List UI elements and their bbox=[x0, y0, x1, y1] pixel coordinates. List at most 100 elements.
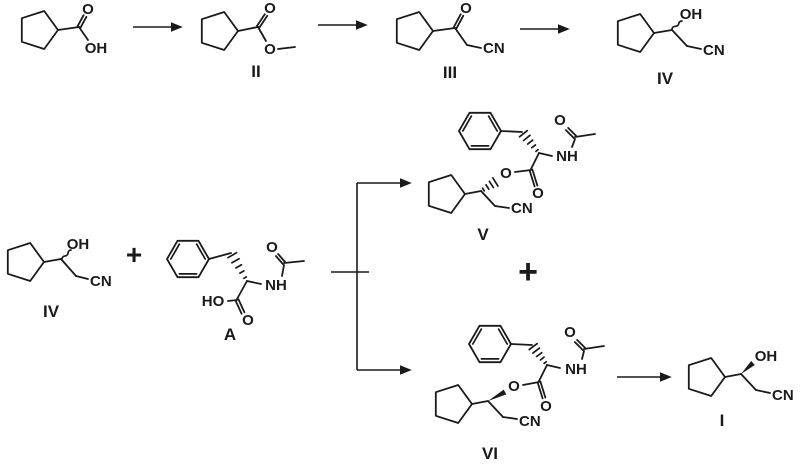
bond-c-ch2 bbox=[454, 27, 468, 46]
cyclopentane-ring bbox=[687, 357, 726, 397]
atom-label-nh: NH bbox=[556, 148, 578, 165]
compound-iv-top: OH CN IV bbox=[616, 6, 725, 88]
atom-label-o: O bbox=[460, 0, 472, 17]
bond-ch-ch2 bbox=[480, 190, 496, 207]
wavy-bond bbox=[61, 249, 72, 260]
atom-label-o: O bbox=[540, 398, 552, 415]
bond-acetyl-methyl bbox=[283, 260, 305, 264]
atom-label-o: O bbox=[500, 165, 512, 182]
double-bond-co bbox=[528, 169, 536, 188]
bond-ring-ch2 bbox=[500, 130, 523, 133]
benzene-ring bbox=[458, 111, 502, 151]
aromatic-inner-bond bbox=[471, 328, 483, 345]
atom-label-cn: CN bbox=[483, 40, 505, 57]
compound-a-acetylphenylalanine: O NH HO O A bbox=[166, 239, 305, 344]
double-bond-co bbox=[237, 298, 246, 314]
bond bbox=[43, 258, 62, 263]
compound-label-ii: II bbox=[251, 62, 260, 81]
bond bbox=[653, 29, 673, 34]
compound-label-iv: IV bbox=[43, 302, 60, 321]
aromatic-inner-bond bbox=[497, 328, 509, 345]
double-bond-co bbox=[565, 129, 575, 140]
plus-sign-reactants: + bbox=[126, 239, 142, 270]
atom-label-o: O bbox=[554, 112, 566, 129]
cyclopentane-ring bbox=[434, 384, 473, 424]
benzene-ring bbox=[468, 324, 512, 364]
double-bond-co bbox=[274, 255, 284, 265]
atom-label-cn: CN bbox=[90, 273, 112, 290]
double-bond-co bbox=[539, 380, 547, 399]
double-bond-co bbox=[258, 14, 269, 29]
bond-nh-acetyl bbox=[581, 350, 585, 360]
bond-ring-ch2 bbox=[510, 343, 533, 346]
atom-label-o: O bbox=[264, 41, 276, 58]
branch-arrows bbox=[331, 178, 412, 375]
double-bond-co bbox=[531, 168, 539, 187]
cyclopentane-ring bbox=[395, 11, 434, 51]
double-bond-co bbox=[576, 338, 586, 349]
compound-label-vi: VI bbox=[482, 444, 498, 463]
bond-carbonyl-olink bbox=[514, 169, 532, 173]
bond-alpha-carbonyl bbox=[530, 152, 540, 170]
bond-c-oh bbox=[78, 26, 89, 41]
bond-ch-ch2 bbox=[671, 29, 688, 47]
compound-label-i: I bbox=[720, 411, 725, 430]
atom-label-cn: CN bbox=[772, 387, 794, 404]
bond-acetyl-methyl bbox=[583, 345, 605, 350]
wavy-bond bbox=[671, 20, 683, 30]
atom-label-o: O bbox=[264, 0, 276, 17]
bond-ch2-cn bbox=[686, 45, 702, 50]
bond-nh-acetyl bbox=[281, 264, 285, 277]
bond-ring-ch bbox=[724, 373, 742, 378]
bond-alpha-nh bbox=[546, 364, 561, 369]
double-bond-co bbox=[536, 381, 544, 400]
double-bond-co bbox=[79, 15, 88, 29]
atom-label-o: O bbox=[82, 1, 94, 18]
hash-wedge-bond bbox=[481, 177, 499, 192]
bond-alpha-nh bbox=[246, 280, 262, 285]
bond-o-methyl bbox=[277, 46, 296, 50]
compound-iii-ketonitrile: O CN III bbox=[395, 0, 505, 82]
double-bond-co bbox=[455, 14, 465, 30]
atom-label-cn: CN bbox=[519, 413, 541, 430]
double-bond-co bbox=[76, 14, 85, 28]
bond bbox=[57, 26, 80, 31]
bond-ring-ch bbox=[464, 190, 482, 195]
bond-alpha-carbonyl bbox=[538, 364, 548, 382]
compound-vi-ester: O NH O O CN VI bbox=[434, 324, 605, 463]
bond-ch2-cn bbox=[75, 275, 89, 280]
benzene-ring bbox=[166, 239, 210, 279]
cyclopentane-ring bbox=[200, 11, 239, 51]
bond-ch-ch2 bbox=[740, 373, 757, 391]
atom-label-nh: NH bbox=[265, 277, 287, 294]
bond-ch-ch2 bbox=[487, 400, 504, 418]
atom-label-oh: OH bbox=[85, 40, 108, 57]
aromatic-inner-bond bbox=[461, 115, 473, 132]
cyclopentane-ring bbox=[6, 242, 45, 282]
atom-label-ho: HO bbox=[202, 293, 225, 310]
bond-ch2-cn bbox=[755, 389, 771, 394]
double-bond-co bbox=[574, 341, 584, 352]
bond-ch2-cn bbox=[502, 416, 518, 420]
bond-carbonyl-olink bbox=[522, 381, 540, 386]
bond-nh-acetyl bbox=[571, 138, 576, 148]
atom-label-cn: CN bbox=[511, 200, 533, 217]
hash-wedge-bond bbox=[518, 129, 539, 153]
atom-label-o: O bbox=[508, 378, 520, 395]
atom-label-o: O bbox=[266, 239, 278, 256]
bond-alpha-acid bbox=[236, 280, 248, 300]
bond-ch-ch2 bbox=[60, 258, 77, 277]
compound-label-iii: III bbox=[443, 63, 457, 82]
cyclopentane-ring bbox=[616, 13, 655, 53]
compound-iv-left: OH CN IV bbox=[6, 236, 112, 321]
hash-wedge-bond bbox=[528, 342, 548, 365]
atom-label-nh: NH bbox=[565, 361, 587, 378]
plus-sign-products: + bbox=[518, 253, 538, 291]
compound-label-v: V bbox=[477, 225, 489, 244]
compound-v-ester: O NH O O CN V bbox=[427, 111, 596, 244]
compound-cyclopentanecarboxylic-acid: O OH bbox=[20, 1, 108, 57]
atom-label-o: O bbox=[564, 324, 576, 341]
double-bond-co bbox=[255, 13, 266, 28]
